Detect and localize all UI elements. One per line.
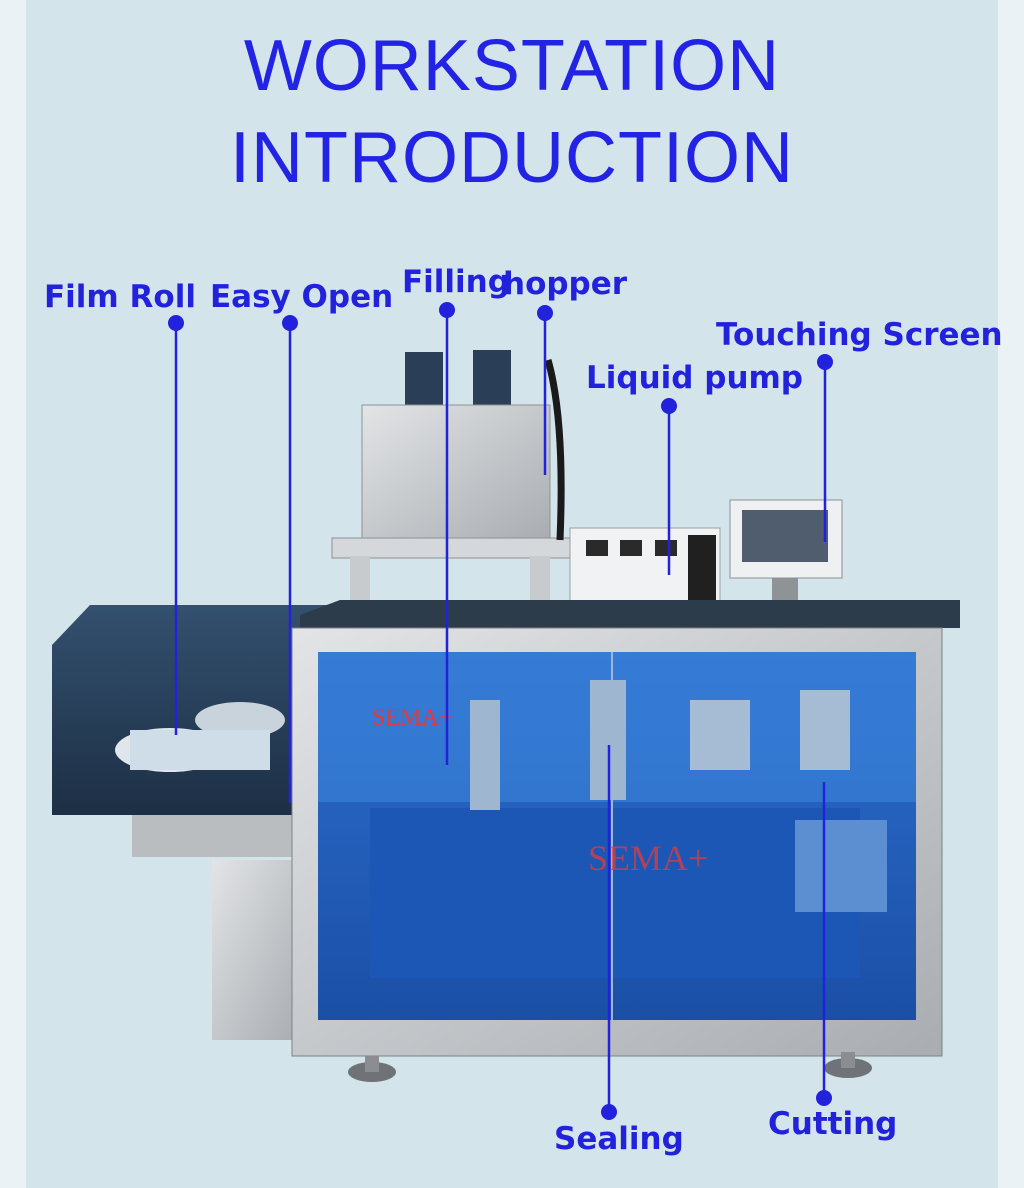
touching-screen-label: Touching Screen [716, 317, 1003, 353]
hopper-callout-dot [537, 305, 553, 321]
title-line-1: WORKSTATION [243, 26, 781, 106]
title-line-2: INTRODUCTION [230, 118, 794, 198]
callout-lines [174, 310, 827, 1112]
cutting-label: Cutting [768, 1106, 898, 1142]
machine-feet [348, 1052, 872, 1082]
logo-large: SEMA+ [588, 838, 708, 878]
right-frame-bar [998, 0, 1024, 1188]
film-roll-label: Film Roll [44, 279, 196, 315]
left-frame-bar [0, 0, 26, 1188]
film-roll-enclosure [52, 605, 335, 857]
touching-screen-callout-dot [817, 354, 833, 370]
filling-callout-dot [439, 302, 455, 318]
liquid-pump-label: Liquid pump [586, 360, 803, 396]
filling-hopper-unit [331, 350, 571, 626]
filling-label: Filling [402, 264, 510, 300]
film-roll-callout-dot [168, 315, 184, 331]
sealing-label: Sealing [554, 1121, 684, 1157]
side-cabinet [212, 860, 298, 1040]
callout-dots [168, 302, 833, 1120]
cutting-callout-dot [816, 1090, 832, 1106]
easy-open-callout-dot [282, 315, 298, 331]
sealing-callout-dot [601, 1104, 617, 1120]
hopper-label: hopper [503, 266, 628, 302]
logo-small: SEMA+ [372, 705, 452, 731]
main-machine-body: SEMA+ SEMA+ [291, 600, 960, 1057]
liquid-pump-callout-dot [661, 398, 677, 414]
easy-open-label: Easy Open [210, 279, 394, 315]
